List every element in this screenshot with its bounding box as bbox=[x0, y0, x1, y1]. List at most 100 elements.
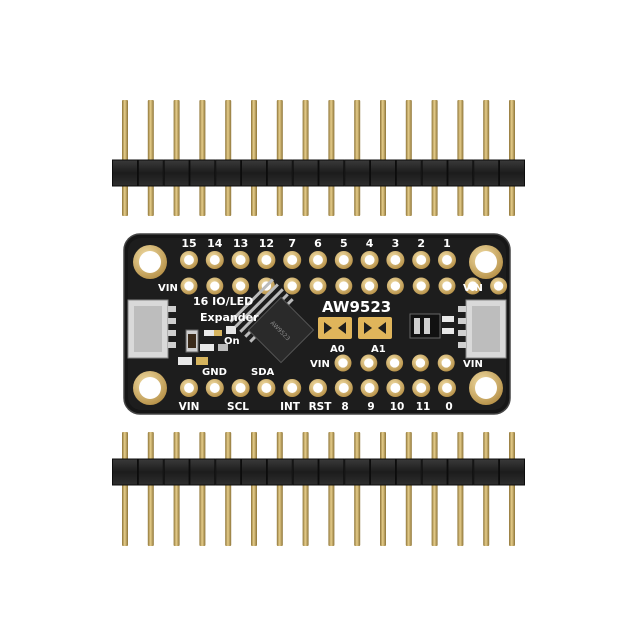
header-top-pin bbox=[483, 100, 490, 216]
header-bottom-plastic-block bbox=[421, 458, 448, 486]
header-bottom-plastic-block bbox=[473, 458, 500, 486]
top-pin-label: 13 bbox=[233, 237, 248, 250]
stemma-connector-left bbox=[127, 299, 176, 359]
gnd-label: GND bbox=[202, 367, 227, 378]
a1-label: A1 bbox=[371, 344, 386, 355]
header-top-plastic-block bbox=[292, 159, 319, 187]
header-bottom-plastic-block bbox=[112, 458, 138, 486]
header-top-pin bbox=[328, 100, 335, 216]
header-top-plastic-block bbox=[112, 159, 138, 187]
header-bottom-pin bbox=[328, 432, 335, 546]
aw9523-chip: AW9523 bbox=[229, 278, 315, 364]
top-pin-label: 15 bbox=[181, 237, 196, 250]
address-jumper-a0 bbox=[318, 317, 352, 339]
header-bottom-plastic-block bbox=[241, 458, 267, 486]
mounting-hole-top-left bbox=[133, 245, 167, 279]
pad-row-bottom bbox=[180, 379, 456, 397]
vin-left-label: VIN bbox=[158, 283, 178, 294]
header-top-plastic-block bbox=[241, 159, 267, 187]
header-top-pin bbox=[302, 100, 309, 216]
header-top-pin bbox=[509, 100, 515, 216]
pad-row-second bbox=[180, 277, 508, 295]
header-bottom-pin bbox=[380, 432, 386, 546]
header-top-pin bbox=[431, 100, 438, 216]
bottom-pin-label: 11 bbox=[416, 401, 431, 413]
header-top-plastic-block bbox=[370, 159, 396, 187]
header-bottom-pin bbox=[302, 432, 309, 546]
header-top-pin bbox=[380, 100, 386, 216]
header-bottom-pin bbox=[122, 432, 128, 546]
header-bottom-pin bbox=[457, 432, 464, 546]
header-top-pin bbox=[457, 100, 464, 216]
header-top-plastic-block bbox=[215, 159, 242, 187]
header-top-plastic-block bbox=[163, 159, 190, 187]
header-bottom-plastic-block bbox=[447, 458, 474, 486]
header-top-pin bbox=[173, 100, 180, 216]
bottom-pin-label: SCL bbox=[227, 401, 249, 413]
header-bottom-plastic-block bbox=[215, 458, 242, 486]
pad-row-center bbox=[334, 354, 455, 372]
pad-row-top bbox=[180, 251, 456, 269]
header-bottom-plastic-block bbox=[499, 458, 525, 486]
header-bottom-plastic-block bbox=[266, 458, 293, 486]
header-bottom-pin bbox=[173, 432, 180, 546]
vin-center-label: VIN bbox=[310, 359, 330, 370]
header-bottom-plastic-block bbox=[395, 458, 422, 486]
header-bottom-plastic-block bbox=[318, 458, 345, 486]
sda-label: SDA bbox=[251, 367, 275, 378]
header-top-pin bbox=[276, 100, 283, 216]
header-top-plastic-block bbox=[137, 159, 164, 187]
header-bottom-pin bbox=[199, 432, 206, 546]
header-top-plastic-block bbox=[421, 159, 448, 187]
header-bottom-pin bbox=[251, 432, 257, 546]
top-pin-label: 6 bbox=[314, 237, 322, 250]
bottom-pin-label: 8 bbox=[341, 401, 348, 413]
pin-header-bottom bbox=[112, 432, 525, 546]
a0-label: A0 bbox=[330, 344, 345, 355]
header-top-plastic-block bbox=[189, 159, 216, 187]
top-pin-label: 5 bbox=[340, 237, 348, 250]
bottom-pin-label: VIN bbox=[179, 401, 200, 413]
header-bottom-plastic-block bbox=[137, 458, 164, 486]
header-bottom-plastic-block bbox=[344, 458, 371, 486]
header-top-pin bbox=[122, 100, 128, 216]
header-bottom-pin bbox=[147, 432, 154, 546]
header-bottom-plastic-block bbox=[370, 458, 396, 486]
header-bottom-plastic-block bbox=[189, 458, 216, 486]
top-pin-label: 2 bbox=[417, 237, 425, 250]
header-bottom-pin bbox=[483, 432, 490, 546]
address-jumper-a1 bbox=[358, 317, 392, 339]
top-pin-label: 14 bbox=[207, 237, 223, 250]
header-bottom-pin bbox=[354, 432, 361, 546]
header-top-pin bbox=[147, 100, 154, 216]
header-bottom-plastic-block bbox=[292, 458, 319, 486]
top-pin-label: 7 bbox=[288, 237, 296, 250]
board-title-line2: Expander bbox=[200, 311, 259, 324]
header-top-pin bbox=[405, 100, 412, 216]
header-top-plastic-block bbox=[499, 159, 525, 187]
smd-components-right bbox=[409, 313, 454, 339]
smd-components-left bbox=[178, 326, 236, 365]
top-pin-label: 3 bbox=[392, 237, 400, 250]
bottom-pin-label: 9 bbox=[367, 401, 374, 413]
stemma-connector-right bbox=[458, 299, 507, 359]
header-top-plastic-block bbox=[473, 159, 500, 187]
pin-header-top bbox=[112, 100, 525, 216]
bottom-pin-label: RST bbox=[309, 401, 333, 413]
mounting-hole-bottom-left bbox=[133, 371, 167, 405]
header-top-plastic-block bbox=[266, 159, 293, 187]
header-bottom-plastic-block bbox=[163, 458, 190, 486]
header-bottom-pin bbox=[509, 432, 515, 546]
header-top-plastic-block bbox=[395, 159, 422, 187]
board-title-line1: 16 IO/LED bbox=[193, 295, 253, 308]
header-top-pin bbox=[251, 100, 257, 216]
bottom-pin-label: 10 bbox=[390, 401, 405, 413]
header-top-pin bbox=[199, 100, 206, 216]
bottom-pin-label: 0 bbox=[445, 401, 452, 413]
header-bottom-pin bbox=[431, 432, 438, 546]
header-top-plastic-block bbox=[447, 159, 474, 187]
